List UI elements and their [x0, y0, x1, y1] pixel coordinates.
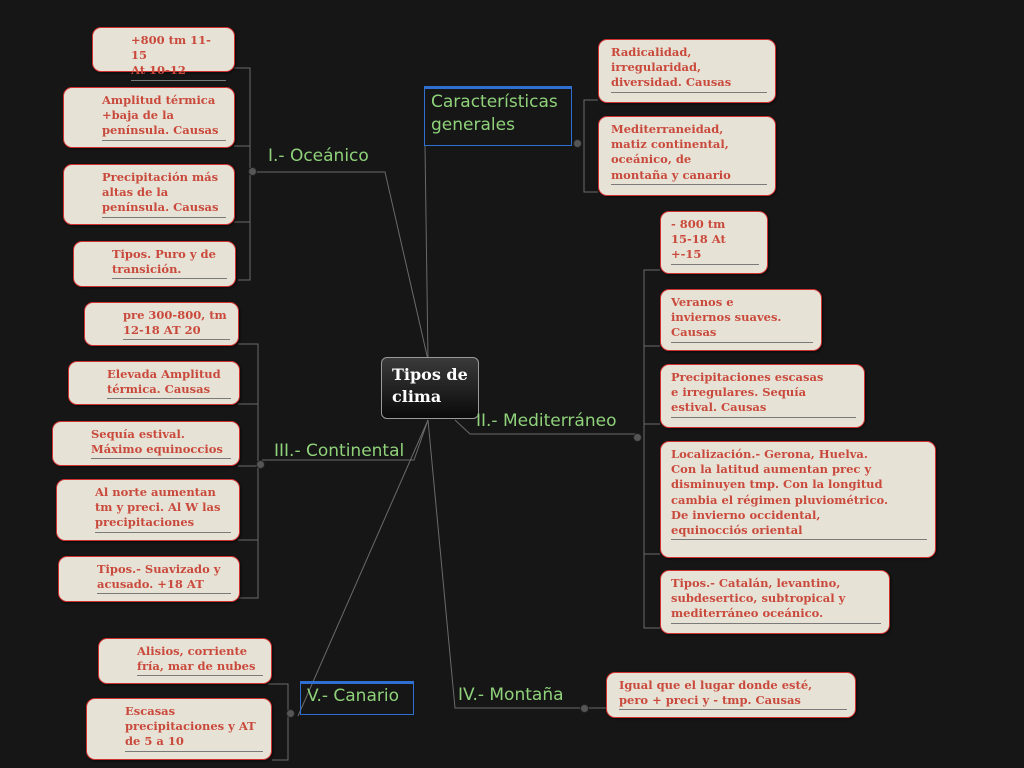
leaf-text: Mediterraneidad, matiz continental, oceá… — [611, 122, 767, 185]
collapse-knob[interactable] — [573, 139, 582, 148]
collapse-knob[interactable] — [286, 709, 295, 718]
leaf-text: +800 tm 11-15 At 10-12 — [131, 33, 226, 81]
leaf-mediterraneo-1[interactable]: - 800 tm 15-18 At +-15 — [660, 211, 768, 274]
leaf-text: Alisios, corriente fría, mar de nubes — [137, 644, 263, 677]
leaf-oceanico-1[interactable]: +800 tm 11-15 At 10-12 — [92, 27, 235, 81]
branch-montana[interactable]: IV.- Montaña — [458, 685, 564, 705]
branch-mediterraneo[interactable]: II.- Mediterráneo — [476, 411, 617, 431]
leaf-text: Localización.- Gerona, Huelva. Con la la… — [671, 447, 927, 541]
leaf-caracteristicas-1[interactable]: Radicalidad, irregularidad, diversidad. … — [598, 39, 776, 103]
leaf-oceanico-2[interactable]: Amplitud térmica +baja de la península. … — [63, 87, 235, 148]
leaf-text: Igual que el lugar donde esté, pero + pr… — [619, 678, 847, 711]
leaf-text: - 800 tm 15-18 At +-15 — [671, 217, 759, 265]
leaf-text: Radicalidad, irregularidad, diversidad. … — [611, 45, 767, 93]
branch-oceanico[interactable]: I.- Oceánico — [268, 146, 369, 166]
leaf-continental-4[interactable]: Al norte aumentan tm y preci. Al W las p… — [56, 479, 240, 541]
leaf-continental-5[interactable]: Tipos.- Suavizado y acusado. +18 AT — [58, 556, 240, 602]
leaf-caracteristicas-2[interactable]: Mediterraneidad, matiz continental, oceá… — [598, 116, 776, 196]
leaf-continental-3[interactable]: Sequía estival. Máximo equinoccios — [52, 421, 240, 466]
central-topic[interactable]: Tipos de clima — [381, 357, 479, 419]
leaf-canario-1[interactable]: Alisios, corriente fría, mar de nubes — [98, 638, 272, 684]
collapse-knob[interactable] — [633, 433, 642, 442]
leaf-text: Tipos.- Catalán, levantino, subdesertico… — [671, 576, 881, 624]
leaf-text: Amplitud térmica +baja de la península. … — [102, 93, 226, 141]
leaf-mediterraneo-4[interactable]: Localización.- Gerona, Huelva. Con la la… — [660, 441, 936, 558]
leaf-montana-1[interactable]: Igual que el lugar donde esté, pero + pr… — [606, 672, 856, 718]
leaf-continental-1[interactable]: pre 300-800, tm 12-18 AT 20 — [84, 302, 239, 346]
leaf-text: Escasas precipitaciones y AT de 5 a 10 — [125, 704, 263, 752]
leaf-mediterraneo-3[interactable]: Precipitaciones escasas e irregulares. S… — [660, 364, 865, 428]
leaf-oceanico-4[interactable]: Tipos. Puro y de transición. — [73, 241, 236, 287]
leaf-oceanico-3[interactable]: Precipitación más altas de la península.… — [63, 164, 235, 225]
leaf-canario-2[interactable]: Escasas precipitaciones y AT de 5 a 10 — [86, 698, 272, 760]
leaf-text: Precipitaciones escasas e irregulares. S… — [671, 370, 856, 418]
collapse-knob[interactable] — [248, 167, 257, 176]
collapse-knob[interactable] — [256, 460, 265, 469]
collapse-knob[interactable] — [580, 704, 589, 713]
leaf-text: Elevada Amplitud térmica. Causas — [107, 367, 231, 400]
leaf-mediterraneo-2[interactable]: Veranos e inviernos suaves. Causas — [660, 289, 822, 351]
branch-continental[interactable]: III.- Continental — [274, 441, 405, 461]
leaf-text: Sequía estival. Máximo equinoccios — [91, 427, 231, 460]
branch-canario[interactable]: V.- Canario — [300, 681, 414, 715]
branch-caracteristicas[interactable]: Características generales — [424, 86, 572, 146]
leaf-text: Al norte aumentan tm y preci. Al W las p… — [95, 485, 231, 533]
leaf-text: pre 300-800, tm 12-18 AT 20 — [123, 308, 230, 341]
leaf-text: Veranos e inviernos suaves. Causas — [671, 295, 813, 343]
leaf-text: Tipos.- Suavizado y acusado. +18 AT — [97, 562, 231, 595]
leaf-continental-2[interactable]: Elevada Amplitud térmica. Causas — [68, 361, 240, 405]
leaf-text: Tipos. Puro y de transición. — [112, 247, 227, 280]
leaf-text: Precipitación más altas de la península.… — [102, 170, 226, 218]
leaf-mediterraneo-5[interactable]: Tipos.- Catalán, levantino, subdesertico… — [660, 570, 890, 634]
